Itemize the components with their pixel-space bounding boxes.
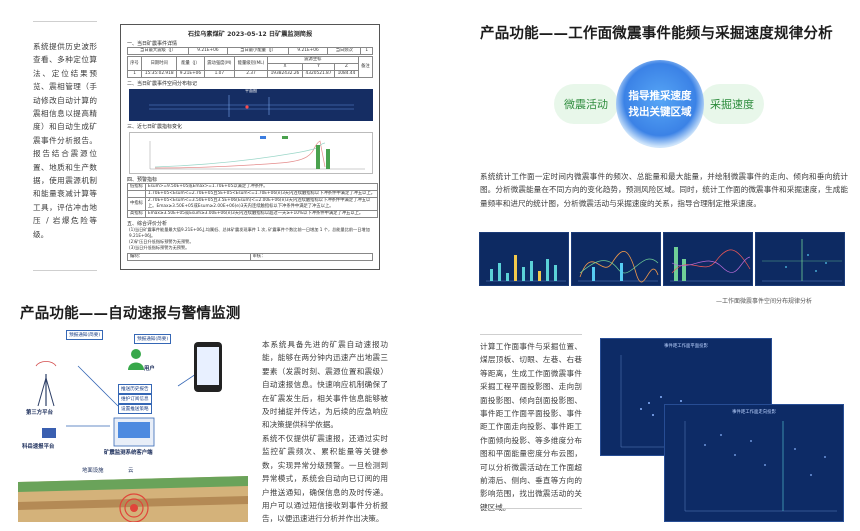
sign-cell: 编制： (127, 253, 251, 261)
mine-label: 地面设施 (82, 468, 104, 474)
dashboard-graphic-2 (578, 251, 659, 283)
flow-box-history: 推送历史报告 (118, 384, 152, 394)
seven-day-chart-graphic (149, 136, 365, 170)
plan-map-label: 平面图 (245, 88, 257, 93)
header-cell: 能量（J） (176, 56, 205, 71)
alert-flow-diagram: 预报通知(简要) 预报通知(简要) 用户 第三方平台 科岳速报平台 推送历史报告… (18, 326, 248, 522)
circle-core-line2: 找出关键区域 (628, 106, 692, 118)
dashboard-panel-3 (663, 232, 753, 286)
summary-cell: 9.21E+06 (187, 47, 229, 55)
data-cell: 19382432.26 (266, 70, 303, 78)
eval-line: 9.21E+06J。 (129, 233, 156, 238)
dashboard-panel-1 (479, 232, 569, 286)
warn-level: 中指标 (127, 197, 146, 211)
data-cell: 4320521.87 (301, 70, 336, 78)
report-sec2: 二、当日矿震事件空间分布标记 (127, 81, 198, 87)
warn-text: 1.70E+05<Esum<=2.70E+05且5E+05<Esum<=1.70… (144, 190, 379, 198)
sign-table: 编制：审核： (127, 253, 373, 261)
plan-map: 平面图 (129, 88, 373, 121)
report-summary-table: 当日最大震级（J） 9.21E+06 当日最小能量（J） 9.21E+06 当日… (127, 47, 373, 55)
summary-cell: 当日频次 (327, 47, 362, 55)
summary-cell: 1 (360, 47, 373, 55)
data-cell: 15:35:02.918 (141, 70, 178, 78)
circle-mining-speed-label: 采掘速度 (710, 98, 754, 111)
strike-projection-title: 事件距工作面走向投影 (732, 410, 776, 415)
eval-line: (1)当日矿震事件能量最大值9.21E+06,J,均属低、总体矿震发现事件 1 … (129, 227, 370, 232)
warn-text: Esum>=9.50E+05或Emax>=1.70E+05以满足了冲条件。 (144, 183, 379, 191)
dashboard-panel-4 (755, 232, 845, 286)
stats-top-rule (480, 334, 582, 335)
plan-map-graphic (149, 95, 354, 117)
alert-section-title: 产品功能——自动速报与警情监测 (20, 306, 241, 322)
msg-bubble-1: 预报通知(简要) (66, 330, 104, 340)
circle-micro-activity: 微震活动 (554, 84, 618, 124)
header-cell: 日期时间 (141, 56, 178, 71)
warn-text: 2.70E+05<Esum<=3.50E+05且3.5E+06(Esum)<=2… (144, 197, 379, 211)
data-cell: 1084.44 (334, 70, 359, 78)
summary-cell: 当日最大震级（J） (127, 47, 189, 55)
energy-section-title: 产品功能——工作面微震事件能频与采掘速度规律分析 (480, 26, 833, 42)
header-cell: X (266, 63, 303, 71)
report-title: 石拉乌素煤矿 2023-05-12 日矿震监测简报 (187, 31, 313, 38)
header-cell: 能量级别(ML) (234, 56, 268, 71)
circle-core-goal: 指导推采速度 找出关键区域 (616, 60, 704, 148)
dashboard-caption: —工作面微震事件空间分布规律分析 (716, 298, 813, 305)
stats-paragraph: 计算工作面事件与采掘位置、煤层顶板、切眼、左巷、右巷等距离，生成工作面微震事件采… (480, 342, 582, 512)
sign-cell: 审核： (249, 253, 373, 261)
circle-core-line1: 指导推采速度 (628, 90, 692, 102)
dashboard-graphic-3 (670, 247, 751, 282)
history-paragraph: 系统提供历史波形查看、多种定位算法、定位结果预览、震相管理（手动修改自动计算的震… (33, 42, 97, 239)
event-report-sheet: 石拉乌素煤矿 2023-05-12 日矿震监测简报 一、当日矿震事件详情 当日最… (120, 24, 380, 270)
top-rule-left (33, 21, 97, 22)
bottom-rule-left (33, 270, 97, 271)
summary-cell: 9.21E+06 (287, 47, 329, 55)
header-cell: 震动强度(M) (203, 56, 236, 71)
dashboard-graphic-1 (486, 255, 566, 282)
warn-level (127, 190, 146, 198)
alert-paragraph-2: 系统不仅提供矿震速报，还通过实时监控矿震频次、累积能量等关键参数，实现异常分级预… (262, 434, 388, 524)
report-sec3: 三、近七日矿震指标变化 (127, 124, 183, 130)
circle-mining-speed: 采掘速度 (700, 84, 764, 124)
circle-micro-activity-label: 微震活动 (564, 98, 608, 111)
data-cell: 1 (126, 70, 143, 78)
data-cell: 9.21E+06 (176, 70, 205, 78)
eval-line: (3)当日升低指标预警为无预警。 (129, 245, 190, 250)
report-sec1: 一、当日矿震事件详情 (127, 41, 178, 47)
alert-paragraph-1: 本系统具备先进的矿震自动速报功能，能够在两分钟内迅速产出地震三要素（发震时刻、震… (262, 340, 388, 430)
flow-diagram-graphic (18, 342, 248, 522)
report-sec5: 五、综合评价分析 (127, 221, 168, 227)
report-sec4: 四、预警指标 (127, 177, 158, 183)
header-cell: Y (301, 63, 336, 71)
msg-bubble-2: 预报通知(简要) (134, 334, 172, 344)
user-label: 用户 (144, 366, 155, 372)
tower-label: 第三方平台 (26, 410, 53, 416)
header-cell: 备注 (357, 56, 374, 78)
client-label: 矿震监测系统客户端 (104, 450, 153, 456)
warn-text: Emax≥3.50E+05或Esum≥3.00E+06(e)3天内连续触指标以超… (144, 210, 379, 218)
data-cell: 1.07 (203, 70, 236, 78)
eval-line: (2)矿压日升低指标预警为无预警。 (129, 239, 194, 244)
header-cell: 震源坐标 (266, 56, 359, 64)
warn-level: 低指标 (127, 183, 146, 191)
seven-day-chart (129, 132, 373, 174)
stats-bottom-rule (480, 508, 582, 509)
energy-paragraph: 系统统计工作面一定时间内微震事件的频次、总能量和最大能量，并绘制微震事件的走向、… (480, 172, 848, 208)
summary-cell: 当日最小能量（J） (227, 47, 289, 55)
data-cell: 2.37 (234, 70, 268, 78)
plane-projection-title: 事件距工作面平面投影 (664, 344, 708, 349)
report-event-table: 序号 日期时间 能量（J） 震动强度(M) 能量级别(ML) 震源坐标 备注 X… (126, 56, 374, 78)
flow-box-subscribe: 维护订阅信息 (118, 394, 152, 404)
dashboard-panel-2 (571, 232, 661, 286)
header-cell: Z (334, 63, 359, 71)
platform-label: 科岳速报平台 (22, 444, 55, 450)
dashboard-graphic-4 (762, 239, 842, 282)
strike-projection-panel: 事件距工作面走向投影 (664, 404, 844, 522)
strike-projection-graphic (684, 421, 837, 512)
flow-box-strategy: 设置推送策略 (118, 404, 152, 414)
header-cell: 序号 (126, 56, 143, 71)
cloud-label: 云 (128, 468, 134, 474)
warn-level: 高指标 (127, 210, 146, 218)
